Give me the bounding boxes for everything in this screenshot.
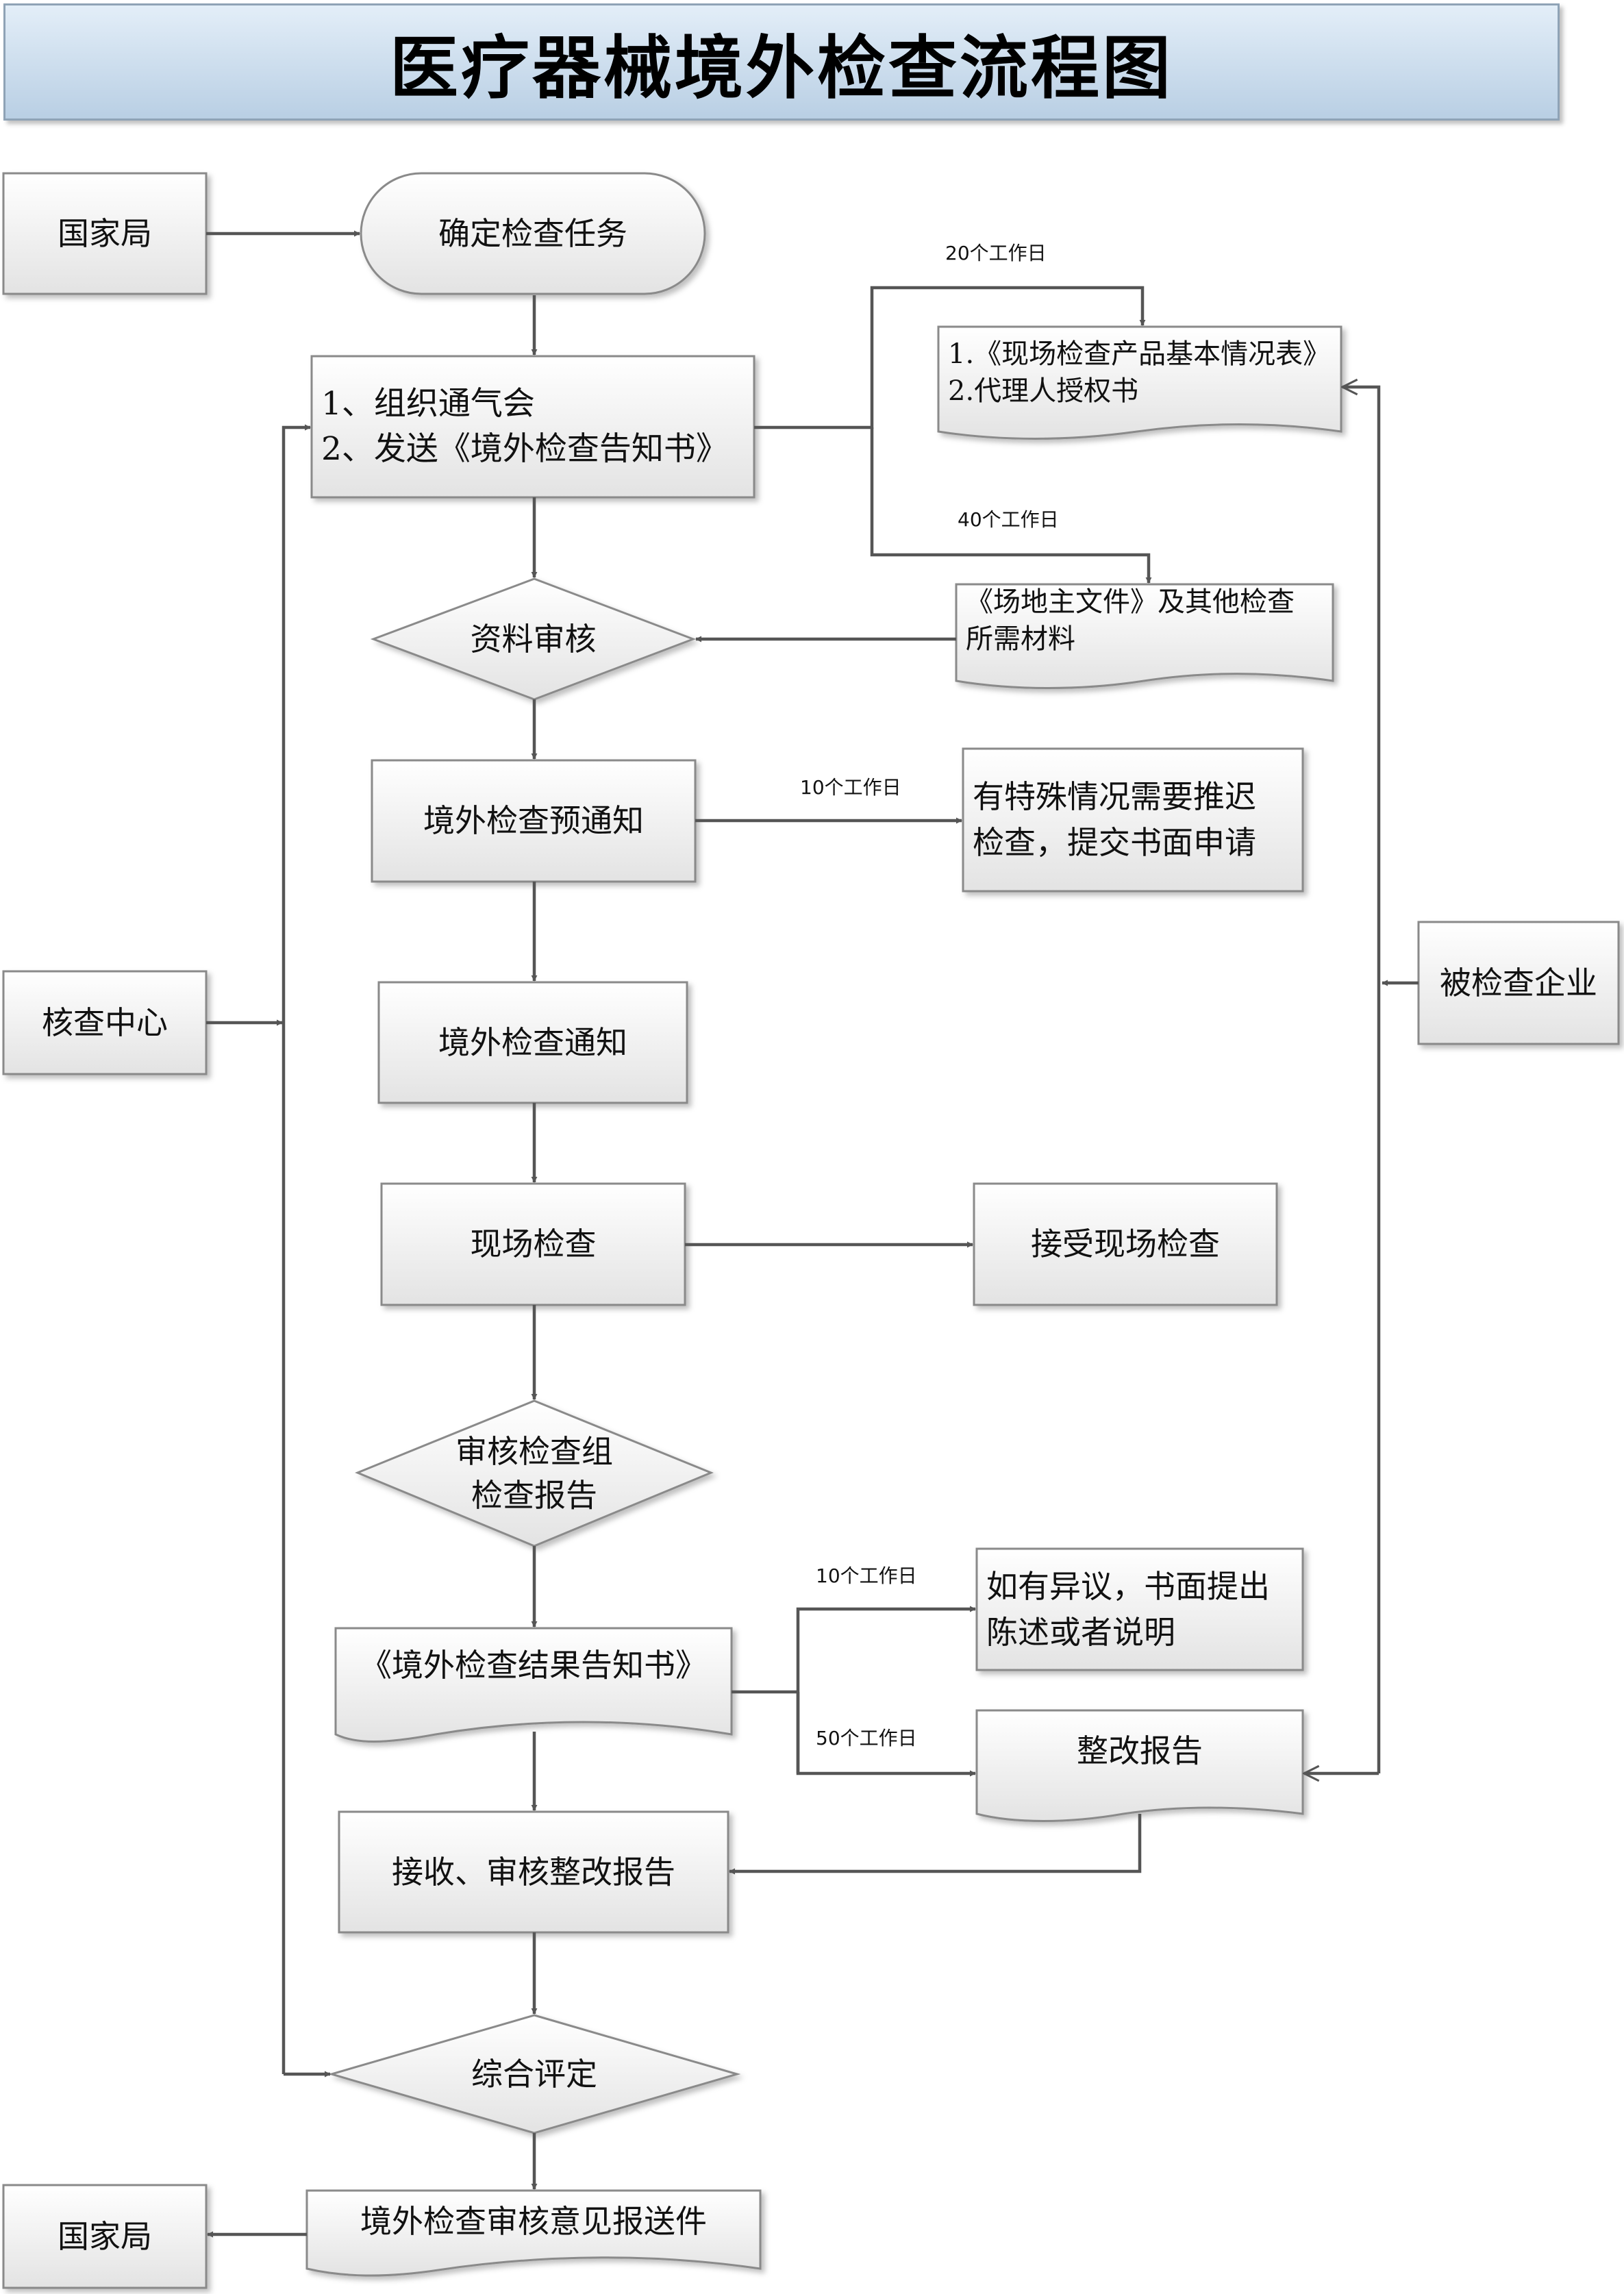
- step-result-notice-label: 《境外检查结果告知书》: [360, 1647, 707, 1684]
- pre-notice-box: [371, 759, 697, 883]
- actor-nmpa-top: 国家局: [3, 173, 206, 294]
- doc-rectify-report-label: 整改报告: [1077, 1732, 1203, 1769]
- page-title: 医疗器械境外检查流程图: [390, 27, 1173, 108]
- step-report-review: 审核检查组 检查报告: [358, 1401, 711, 1546]
- edge-meeting-to-basicinfo: [754, 286, 1146, 429]
- step-report-review-line-2: 检查报告: [471, 1477, 597, 1514]
- actor-nmpa-bottom-box: [2, 2184, 208, 2289]
- step-submit: 境外检查审核意见报送件: [307, 2200, 760, 2255]
- accept-onsite-box: [973, 1182, 1278, 1306]
- actor-center-box: [2, 970, 208, 1075]
- deadline-objection: 10个工作日: [816, 1564, 917, 1587]
- step-submit-label: 境外检查审核意见报送件: [360, 2203, 707, 2240]
- postpone-box: [962, 747, 1304, 893]
- step-onsite-label: 现场检查: [470, 1225, 597, 1263]
- rectify-review-box: [338, 1810, 729, 1934]
- step-report-review-line-1: 审核检查组: [455, 1432, 613, 1470]
- objection-box: [975, 1547, 1304, 1671]
- deadline-postpone: 10个工作日: [800, 776, 901, 799]
- step-result-notice: 《境外检查结果告知书》: [336, 1644, 732, 1706]
- step-confirm-task: 确定检查任务: [361, 173, 705, 294]
- doc-site-master-line-1: 《场地主文件》及其他检查: [966, 586, 1295, 618]
- actor-enterprise-box: [1417, 921, 1620, 1045]
- step-pre-notice-label: 境外检查预通知: [423, 802, 644, 840]
- edge-rectify-to-review: [729, 1814, 1142, 1875]
- edge-result-to-rectify: [796, 1692, 976, 1777]
- step-meeting-line-2: 2、发送《境外检查告知书》: [321, 430, 728, 468]
- step-meeting: 1、组织通气会 2、发送《境外检查告知书》: [312, 356, 754, 497]
- doc-site-master: 《场地主文件》及其他检查 所需材料: [956, 584, 1333, 666]
- doc-basic-info-line-1: 1.《现场检查产品基本情况表》: [948, 338, 1331, 370]
- actor-nmpa-top-label: 国家局: [58, 214, 152, 252]
- doc-objection: 如有异议，书面提出 陈述或者说明: [977, 1549, 1303, 1670]
- actor-center: 核查中心: [3, 971, 206, 1074]
- rectify-report-document: [975, 1709, 1304, 1822]
- confirm-task-terminator: [360, 172, 706, 295]
- doc-postpone-line-1: 有特殊情况需要推迟: [973, 778, 1256, 816]
- actor-nmpa-bottom: 国家局: [3, 2185, 206, 2288]
- doc-objection-line-1: 如有异议，书面提出: [986, 1567, 1270, 1605]
- doc-postpone-line-2: 检查，提交书面申请: [973, 824, 1256, 861]
- step-pre-notice: 境外检查预通知: [372, 760, 695, 882]
- result-notice-document: [334, 1627, 733, 1743]
- actor-nmpa-top-box: [2, 172, 208, 295]
- deadline-basic-info: 20个工作日: [945, 242, 1047, 264]
- step-rectify-review: 接收、审核整改报告: [339, 1812, 728, 1932]
- doc-postpone: 有特殊情况需要推迟 检查，提交书面申请: [963, 749, 1303, 891]
- step-rectify-review-label: 接收、审核整改报告: [392, 1853, 675, 1891]
- step-confirm-task-label: 确定检查任务: [438, 214, 627, 252]
- actor-nmpa-bottom-label: 国家局: [58, 2217, 152, 2255]
- step-meeting-line-1: 1、组织通气会: [321, 385, 535, 423]
- edge-center-trunk-to-meeting: [282, 424, 311, 2074]
- step-notice: 境外检查通知: [379, 982, 687, 1103]
- submit-document: [305, 2189, 762, 2277]
- edge-enterprise-to-basicinfo: [1342, 387, 1381, 1773]
- step-material-review: 资料审核: [373, 579, 693, 699]
- doc-accept-onsite: 接受现场检查: [974, 1184, 1277, 1305]
- deadline-site-master: 40个工作日: [958, 508, 1059, 531]
- deadline-rectify: 50个工作日: [816, 1727, 917, 1749]
- step-evaluation-label: 综合评定: [471, 2055, 597, 2093]
- step-notice-label: 境外检查通知: [438, 1023, 627, 1061]
- step-evaluation: 综合评定: [332, 2015, 737, 2133]
- doc-objection-line-2: 陈述或者说明: [986, 1613, 1175, 1651]
- actor-enterprise: 被检查企业: [1419, 922, 1619, 1044]
- doc-basic-info: 1.《现场检查产品基本情况表》 2.代理人授权书: [938, 336, 1341, 418]
- basic-info-document: [937, 325, 1342, 440]
- step-onsite: 现场检查: [382, 1184, 685, 1305]
- title-banner: 医疗器械境外检查流程图: [3, 3, 1560, 121]
- actor-center-label: 核查中心: [42, 1003, 168, 1041]
- site-master-document: [955, 583, 1334, 689]
- doc-site-master-line-2: 所需材料: [966, 623, 1075, 655]
- doc-basic-info-line-2: 2.代理人授权书: [948, 375, 1139, 407]
- notice-box: [377, 981, 688, 1104]
- doc-accept-onsite-label: 接受现场检查: [1031, 1225, 1220, 1263]
- step-material-review-label: 资料审核: [470, 620, 597, 658]
- actor-enterprise-label: 被检查企业: [1440, 964, 1597, 1001]
- edge-meeting-to-sitemaster: [870, 427, 1152, 584]
- doc-rectify-report: 整改报告: [977, 1730, 1303, 1791]
